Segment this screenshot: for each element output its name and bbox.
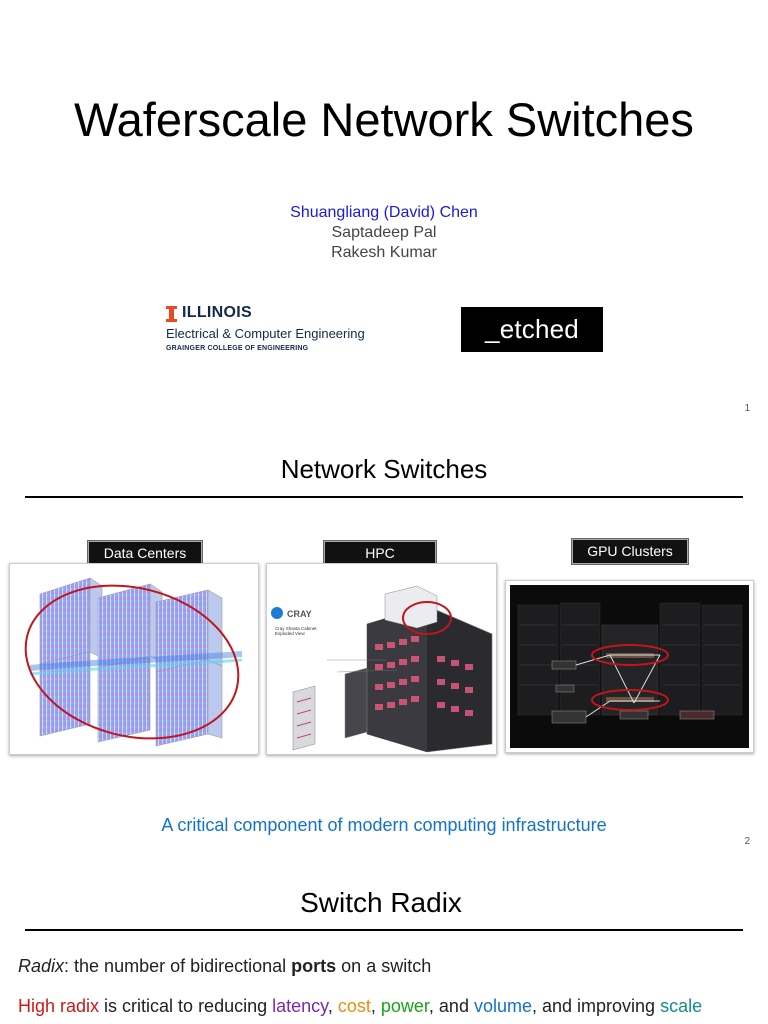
data-center-racks-illustration (10, 564, 258, 754)
slide3-heading: Switch Radix (300, 887, 462, 918)
separator-1: , (327, 996, 338, 1016)
etched-logo: _etched (461, 307, 603, 352)
slide1-title: Waferscale Network Switches (74, 93, 694, 146)
illinois-college: GRAINGER COLLEGE OF ENGINEERING (166, 345, 309, 352)
radix-text-1: : the number of bidirectional (64, 956, 292, 976)
author-kumar: Rakesh Kumar (331, 244, 437, 261)
slide2-heading: Network Switches (280, 454, 488, 484)
illinois-block-i-icon (166, 306, 177, 322)
label-gpu-clusters: GPU Clusters (572, 539, 688, 564)
separator-2: , (370, 996, 381, 1016)
statement-text-1: is critical to reducing (99, 996, 273, 1016)
hpc-cray-image: CRAY Cray Shasta Cabinet Exploded View (266, 563, 497, 755)
term-scale: scale (660, 996, 703, 1016)
gpu-cluster-racks-illustration (510, 585, 749, 748)
term-volume: volume (473, 996, 532, 1016)
cray-shasta-cabinet-illustration: CRAY Cray Shasta Cabinet Exploded View (267, 564, 496, 754)
high-radix-statement: High radix is critical to reducing laten… (18, 995, 702, 1017)
cray-brand: CRAY (287, 609, 312, 619)
term-cost: cost (337, 996, 371, 1016)
slide2-caption: A critical component of modern computing… (161, 815, 607, 835)
label-data-centers: Data Centers (88, 541, 202, 566)
radix-definition: Radix: the number of bidirectional ports… (18, 955, 431, 977)
illinois-department: Electrical & Computer Engineering (166, 326, 365, 341)
term-power: power (380, 996, 429, 1016)
radix-text-2: on a switch (336, 956, 432, 976)
illinois-wordmark: ILLINOIS (182, 304, 252, 321)
author-pal: Saptadeep Pal (331, 224, 437, 241)
page-number-2: 2 (744, 836, 750, 847)
author-chen: Shuangliang (David) Chen (290, 204, 478, 221)
radix-ports: ports (291, 956, 337, 976)
term-latency: latency (272, 996, 328, 1016)
cray-subtitle-2: Exploded View (275, 631, 305, 636)
radix-term: Radix (18, 956, 65, 976)
cray-subtitle-1: Cray Shasta Cabinet (275, 626, 317, 631)
page-number-1: 1 (744, 403, 750, 414)
cray-logo-icon (271, 607, 283, 619)
statement-text-2: , and (428, 996, 474, 1016)
data-center-image (9, 563, 259, 755)
high-radix-term: High radix (18, 996, 100, 1016)
statement-text-3: , and improving (532, 996, 661, 1016)
gpu-clusters-image (505, 580, 754, 753)
illinois-ece-logo: ILLINOIS Electrical & Computer Engineeri… (166, 304, 376, 356)
slide2-divider (25, 496, 743, 498)
slide3-divider (25, 929, 743, 931)
